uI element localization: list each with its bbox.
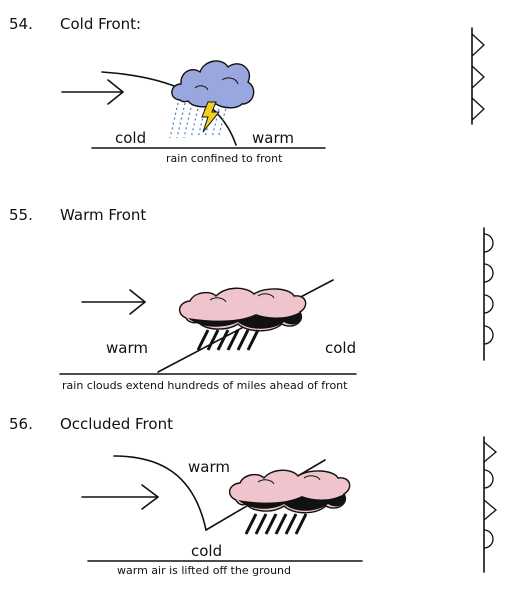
occluded-front-symbol-icon: [483, 436, 498, 573]
cold-front-caption: rain confined to front: [166, 152, 283, 165]
warm-front-wind-arrow: [81, 289, 146, 315]
cold-front-right-label: warm: [252, 129, 294, 147]
occluded-front-rain-cloud: [229, 469, 351, 514]
section-56-number: 56.: [9, 415, 33, 433]
cold-front-rain: [169, 102, 228, 139]
warm-front-caption: rain clouds extend hundreds of miles ahe…: [62, 379, 348, 392]
section-54-title: Cold Front:: [60, 15, 142, 33]
warm-front-diagram: [59, 227, 494, 375]
section-55-title: Warm Front: [60, 206, 147, 224]
cold-front-left-label: cold: [115, 129, 147, 147]
cold-front-wind-arrow: [61, 79, 124, 105]
section-56-title: Occluded Front: [60, 415, 173, 433]
section-55-number: 55.: [9, 206, 33, 224]
occluded-front-boundary-curve: [113, 455, 207, 531]
occluded-front-warm-label: warm: [188, 458, 230, 476]
cold-front-diagram: [61, 27, 485, 149]
warm-front-right-label: cold: [325, 339, 357, 357]
cold-front-lightning-icon: [201, 101, 221, 133]
warm-front-rain-hatching: [196, 329, 260, 351]
warm-front-symbol-icon: [483, 227, 494, 361]
cold-front-storm-cloud: [171, 60, 255, 109]
occluded-front-cold-label: cold: [191, 542, 223, 560]
occluded-front-diagram: [81, 436, 498, 573]
occluded-front-wind-arrow: [81, 484, 159, 510]
section-54-number: 54.: [9, 15, 33, 33]
occluded-front-caption: warm air is lifted off the ground: [117, 564, 292, 577]
occluded-front-rain-hatching: [244, 513, 308, 535]
cold-front-symbol-icon: [471, 27, 485, 125]
warm-front-left-label: warm: [106, 339, 148, 357]
warm-front-rain-cloud: [179, 287, 307, 332]
